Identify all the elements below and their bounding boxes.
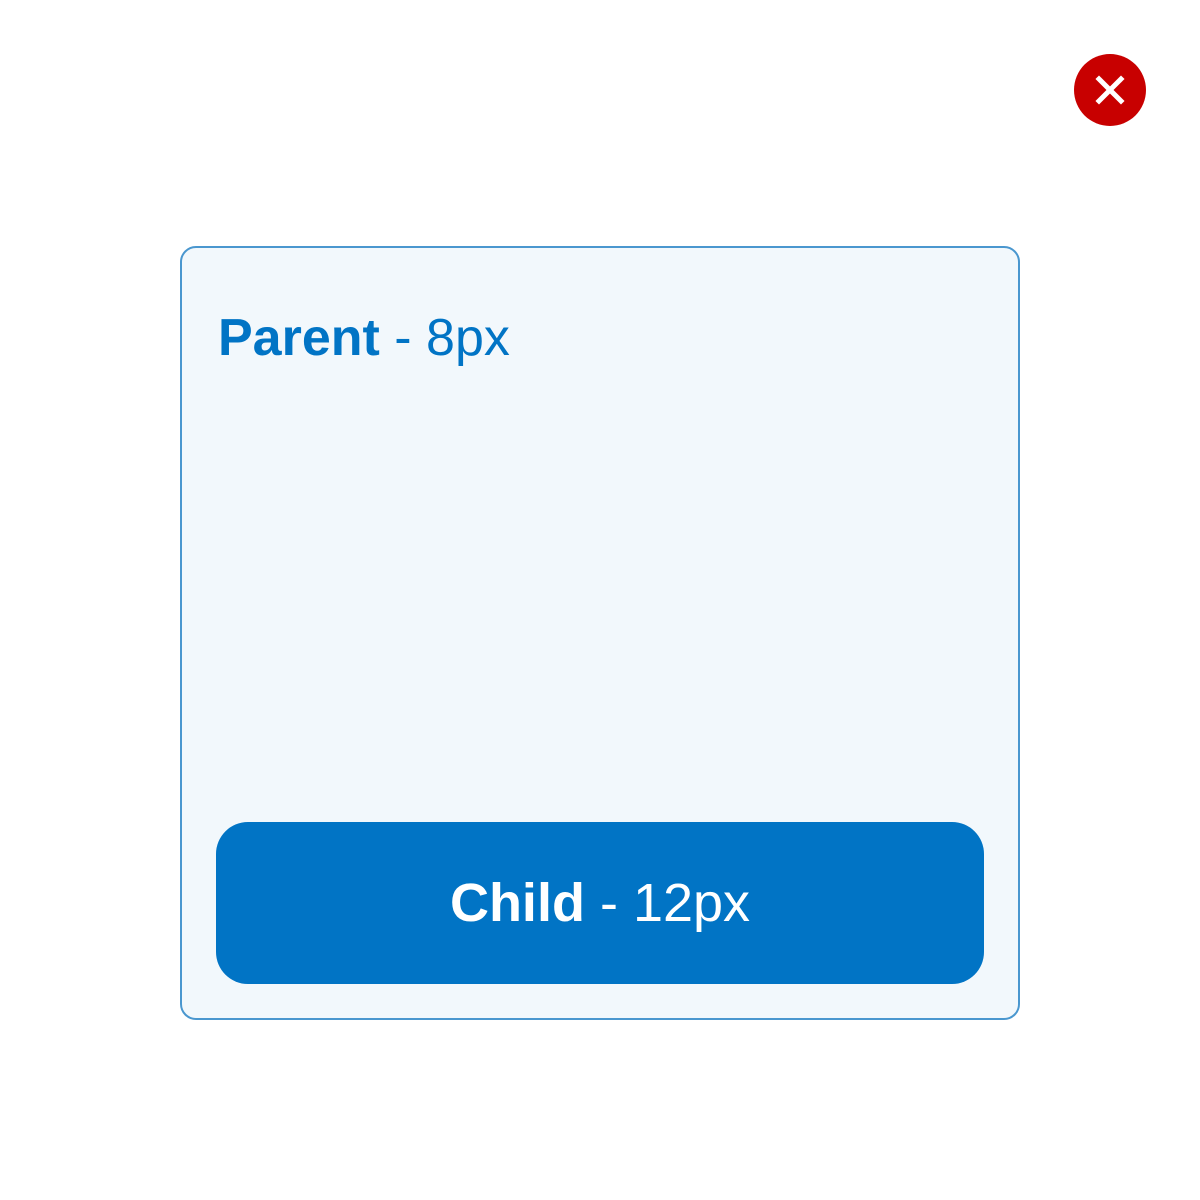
child-label-name: Child xyxy=(449,873,585,933)
child-label: Child - 12px xyxy=(450,873,750,933)
child-container: Child - 12px xyxy=(216,822,984,984)
error-badge xyxy=(1074,54,1146,126)
parent-label: Parent - 8px xyxy=(218,308,510,368)
parent-label-name: Parent xyxy=(218,309,380,367)
parent-container: Parent - 8px Child - 12px xyxy=(180,246,1020,1020)
parent-label-radius: - 8px xyxy=(394,309,510,367)
child-label-radius: - 12px xyxy=(599,873,751,933)
close-icon xyxy=(1095,75,1125,105)
